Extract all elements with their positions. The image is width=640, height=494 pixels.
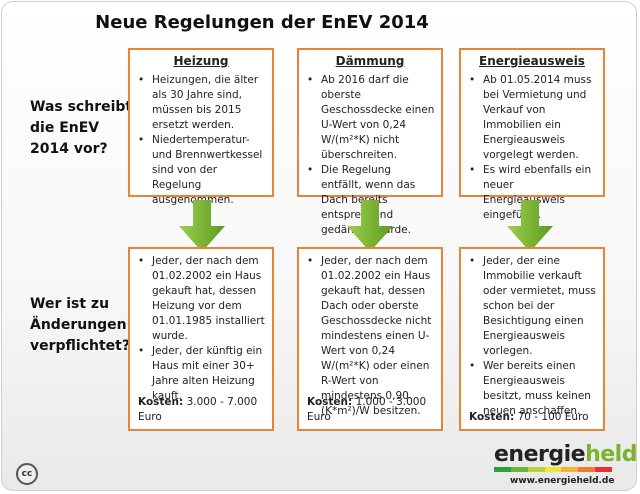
cost-label: Kosten: — [307, 396, 353, 408]
energy-scale-segment — [578, 467, 596, 472]
row-label-top: Was schreibt die EnEV 2014 vor? — [30, 97, 132, 160]
daemmung-rule-box: Dämmung Ab 2016 darf die oberste Geschos… — [297, 48, 443, 236]
row-label-top-line: Was schreibt — [30, 99, 133, 115]
list-item: Jeder, der nach dem 01.02.2002 ein Haus … — [138, 254, 266, 344]
cost-value: 70 - 100 Euro — [517, 411, 589, 423]
row-label-top-line: die EnEV — [30, 120, 100, 136]
list-item: Heizungen, die älter als 30 Jahre sind, … — [138, 73, 266, 133]
down-arrow-icon — [179, 200, 225, 252]
list-item: Ab 01.05.2014 muss bei Vermietung und Ve… — [469, 73, 597, 163]
energy-scale-segment — [510, 467, 528, 472]
daemmung-heading: Dämmung — [335, 54, 405, 68]
daemmung-cost: Kosten: 1.000 - 3.000 Euro — [307, 395, 441, 425]
list-item: Niedertemperatur- und Brennwertkessel si… — [138, 133, 266, 208]
heizung-cost: Kosten: 3.000 - 7.000 Euro — [138, 395, 272, 425]
energy-scale-segment — [527, 467, 545, 472]
down-arrow-icon — [347, 200, 393, 252]
heizung-heading: Heizung — [173, 54, 229, 68]
row-label-bottom: Wer ist zu Änderungen verpflichtet? — [30, 294, 130, 357]
energy-scale-segment — [595, 467, 613, 472]
logo-wordmark-part2: held — [585, 442, 637, 467]
list-item: Jeder, der nach dem 01.02.2002 ein Haus … — [307, 254, 435, 419]
energieausweis-heading: Energieausweis — [479, 54, 585, 68]
row-label-bottom-line: Änderungen — [30, 317, 127, 333]
cost-value: 1.000 - 3.000 Euro — [307, 396, 427, 423]
logo-wordmark-part1: energie — [494, 442, 586, 467]
list-item: Ab 2016 darf die oberste Geschossdecke e… — [307, 73, 435, 163]
row-label-top-line: 2014 vor? — [30, 141, 108, 157]
energieausweis-rule-box: Energieausweis Ab 01.05.2014 muss bei Ve… — [459, 48, 605, 221]
row-label-bottom-line: verpflichtet? — [30, 338, 130, 354]
heizung-obligation-box: Jeder, der nach dem 01.02.2002 ein Haus … — [128, 247, 274, 431]
creative-commons-icon: cc — [16, 463, 38, 485]
list-item: Wer bereits einen Energieausweis besitzt… — [469, 359, 597, 419]
energy-scale-bar — [494, 467, 613, 472]
energieheld-logo[interactable]: energieheld www.energieheld.de — [494, 442, 637, 490]
cost-label: Kosten: — [469, 411, 515, 423]
daemmung-obligation-box: Jeder, der nach dem 01.02.2002 ein Haus … — [297, 247, 443, 431]
logo-wordmark: energieheld — [494, 442, 637, 467]
down-arrow-icon — [507, 200, 553, 252]
energy-scale-segment — [544, 467, 562, 472]
energy-scale-segment — [561, 467, 579, 472]
cost-label: Kosten: — [138, 396, 184, 408]
logo-url[interactable]: www.energieheld.de — [510, 476, 615, 486]
energieausweis-obligation-box: Jeder, der eine Immobilie verkauft oder … — [459, 247, 605, 431]
list-item: Jeder, der eine Immobilie verkauft oder … — [469, 254, 597, 359]
energieausweis-cost: Kosten: 70 - 100 Euro — [469, 410, 589, 425]
energy-scale-segment — [494, 467, 511, 472]
heizung-rule-box: Heizung Heizungen, die älter als 30 Jahr… — [128, 48, 274, 206]
list-item: Jeder, der künftig ein Haus mit einer 30… — [138, 344, 266, 404]
cost-value: 3.000 - 7.000 Euro — [138, 396, 258, 423]
page-title: Neue Regelungen der EnEV 2014 — [95, 12, 429, 33]
row-label-bottom-line: Wer ist zu — [30, 296, 110, 312]
